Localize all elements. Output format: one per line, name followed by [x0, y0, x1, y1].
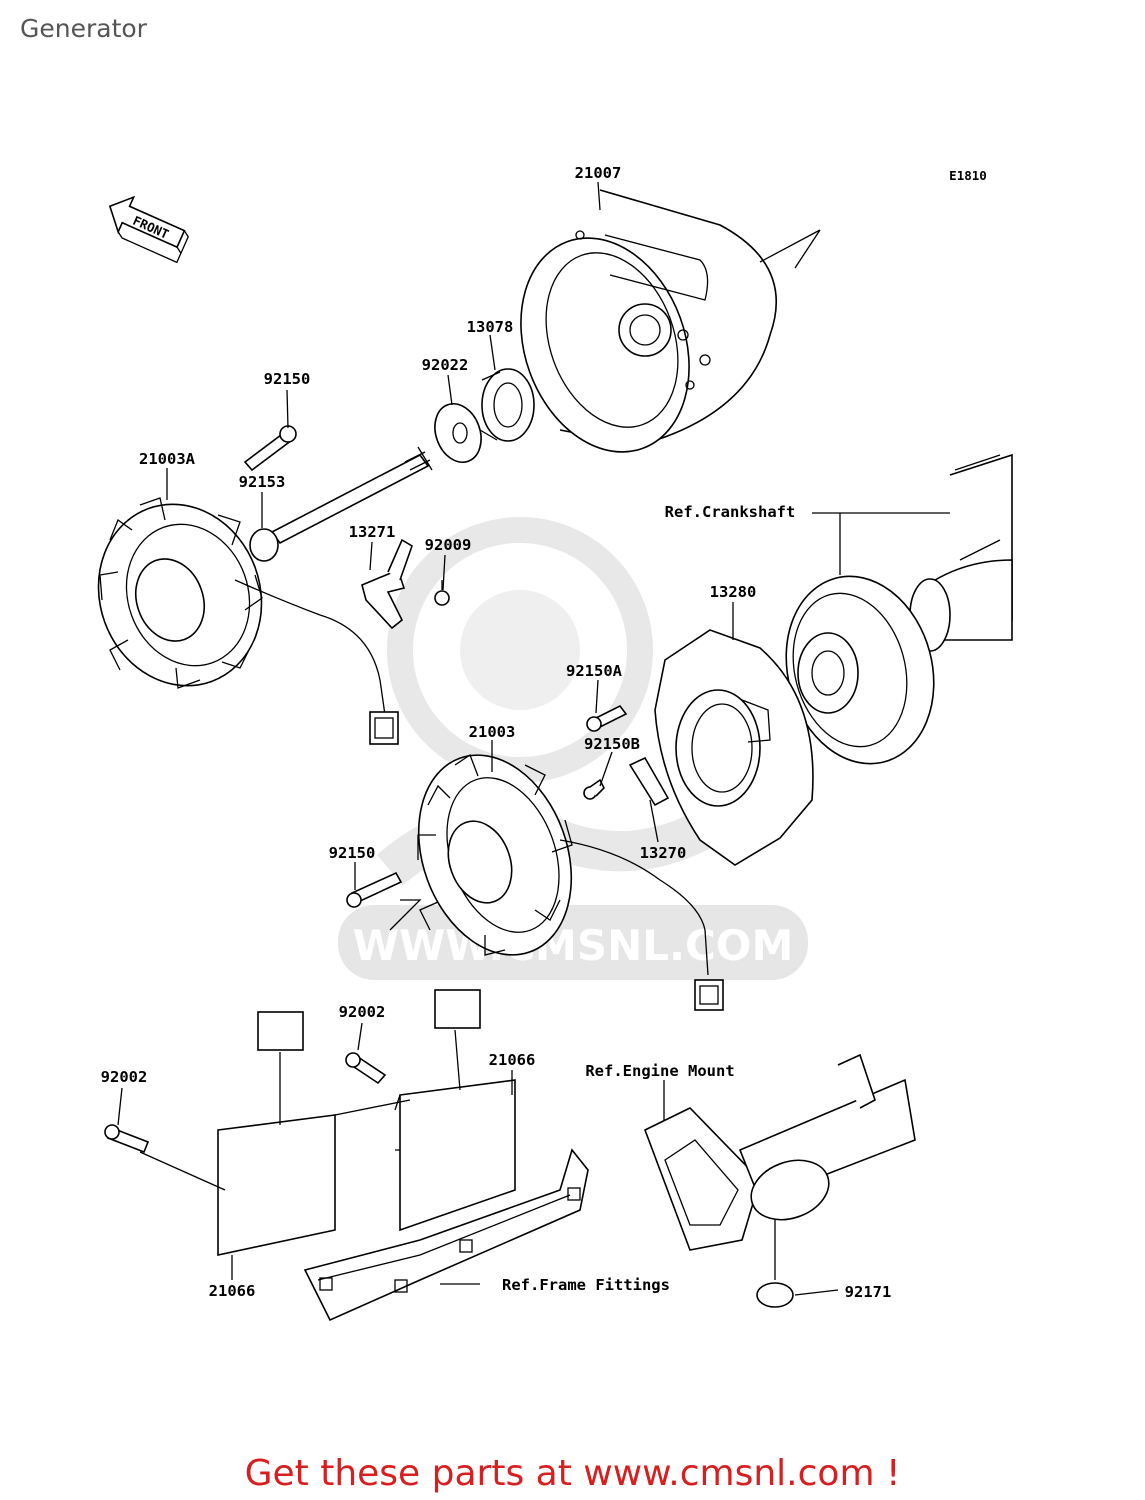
callout-13270: 13270 — [640, 844, 687, 862]
callout-21066-left: 21066 — [209, 1282, 256, 1300]
connector-21003 — [694, 979, 724, 1011]
callout-92002-left: 92002 — [101, 1068, 148, 1086]
part-92022-washer[interactable] — [427, 397, 489, 468]
part-92150-lower-bolt[interactable] — [346, 871, 403, 908]
watermark-text: WWW.CMSNL.COM — [353, 921, 794, 970]
callout-92150B: 92150B — [584, 735, 640, 753]
callout-21007: 21007 — [575, 164, 622, 182]
callout-crankshaft: Ref.Crankshaft — [665, 503, 796, 521]
part-21003-stator[interactable] — [392, 734, 709, 977]
part-13078-gear[interactable] — [479, 368, 535, 442]
callout-92009: 92009 — [425, 536, 472, 554]
callout-92150A: 92150A — [566, 662, 623, 680]
part-13280-holder[interactable] — [654, 629, 814, 866]
diagram-code: E1810 — [949, 168, 987, 183]
part-92009-screw[interactable] — [434, 580, 450, 606]
part-13271-bracket[interactable] — [361, 538, 413, 630]
part-92171-sensor[interactable] — [743, 1150, 837, 1308]
callout-21066-right: 21066 — [489, 1051, 536, 1069]
callout-92150-upper: 92150 — [264, 370, 311, 388]
part-21007-rotor[interactable] — [492, 189, 821, 476]
part-21066-regulator-left[interactable] — [217, 1011, 336, 1256]
ref-engine-mount — [643, 1053, 916, 1251]
rotor-hub — [618, 303, 672, 357]
callout-13078: 13078 — [467, 318, 514, 336]
callout-92002-center: 92002 — [339, 1003, 386, 1021]
ref-frame-fittings — [303, 1148, 589, 1322]
callout-engine-mount: Ref.Engine Mount — [585, 1062, 734, 1080]
part-21066-regulator-right[interactable] — [394, 989, 516, 1232]
callout-13271: 13271 — [349, 523, 396, 541]
part-92002-bolt-left[interactable] — [104, 1124, 150, 1154]
part-92002-bolt-center[interactable] — [345, 1052, 387, 1085]
footer-promo-link[interactable]: Get these parts at www.cmsnl.com ! — [244, 1453, 901, 1494]
callout-21003A: 21003A — [139, 450, 196, 468]
leader-lines — [117, 181, 950, 1296]
part-92150A-bolt[interactable] — [586, 704, 628, 732]
callout-labels: 21007 13078 92022 92150 21003A 92153 132… — [101, 164, 892, 1301]
page-title: Generator — [20, 14, 147, 43]
callout-21003: 21003 — [469, 723, 516, 741]
front-arrow-icon: FRONT — [108, 195, 189, 264]
callout-92150-lower: 92150 — [329, 844, 376, 862]
callout-92022: 92022 — [422, 356, 469, 374]
part-92153-bolt[interactable] — [249, 446, 433, 562]
part-13270-plate[interactable] — [628, 756, 670, 807]
callout-92171: 92171 — [845, 1283, 892, 1301]
part-21003A-stator[interactable] — [73, 481, 386, 716]
part-92150-upper-bolt[interactable] — [243, 425, 297, 472]
connector-21003A — [369, 711, 399, 745]
callout-13280: 13280 — [710, 583, 757, 601]
callout-frame-fittings: Ref.Frame Fittings — [502, 1276, 670, 1294]
callout-92153: 92153 — [239, 473, 286, 491]
ref-crankshaft — [785, 453, 1013, 765]
